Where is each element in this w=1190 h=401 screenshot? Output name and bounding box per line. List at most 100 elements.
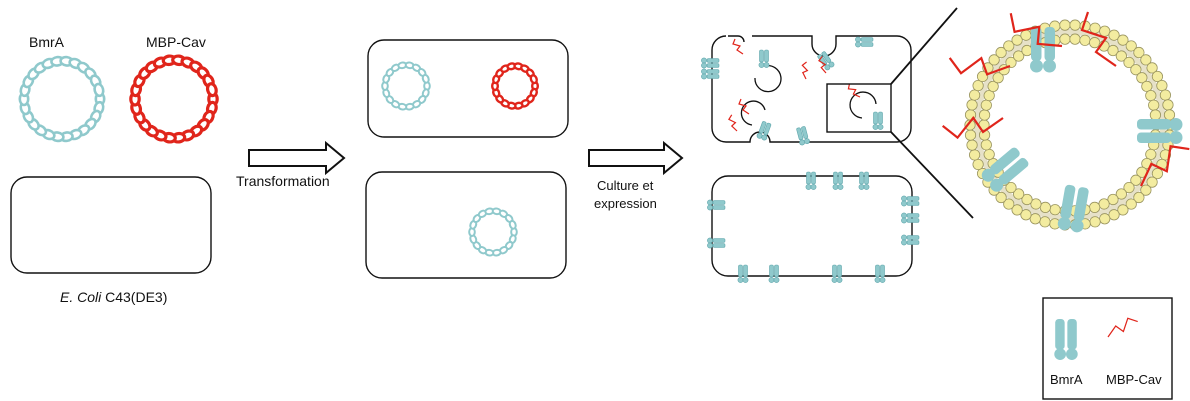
- lipid-head: [1151, 70, 1164, 83]
- lipid-head: [1107, 44, 1119, 57]
- lipid-head: [1149, 109, 1162, 121]
- lipid-head: [1089, 37, 1101, 49]
- lipid-head: [1021, 193, 1033, 206]
- lipid-head: [1059, 19, 1071, 31]
- lipid-head: [1133, 46, 1145, 59]
- bmra-plasmid-label: BmrA: [29, 34, 65, 50]
- cell-both-plasmids: [367, 39, 569, 138]
- lipid-head: [1148, 99, 1160, 111]
- cell-bmra-plasmid: [365, 171, 567, 279]
- lipid-head: [980, 139, 992, 151]
- lipid-head: [1125, 198, 1137, 210]
- lipid-head: [1123, 56, 1135, 69]
- bmra-plasmid-in-cell-2: [468, 207, 518, 257]
- lipid-head: [988, 54, 1000, 66]
- lipid-head: [1089, 216, 1101, 228]
- lipid-head: [1141, 80, 1153, 93]
- lipid-head: [1020, 29, 1032, 41]
- lipid-head: [1145, 89, 1157, 102]
- strain-rest: C43(DE3): [101, 289, 167, 305]
- lipid-head: [1140, 184, 1152, 196]
- lipid-head: [1117, 34, 1129, 46]
- lipid-head: [1069, 33, 1081, 45]
- lipid-head: [1003, 198, 1015, 210]
- mbp-cav-group-top: [726, 38, 861, 132]
- plasmid-bead: [529, 74, 538, 85]
- lipid-head: [1089, 201, 1101, 213]
- lipid-head: [1151, 167, 1164, 180]
- mbp-cav-plasmid: [129, 54, 219, 144]
- lipid-head: [1059, 33, 1071, 45]
- lipid-head: [987, 80, 999, 93]
- lipid-head: [1108, 209, 1120, 221]
- plasmid-bead: [205, 82, 218, 98]
- lipid-head: [1020, 209, 1032, 221]
- mbp-cav-plasmid-in-cell: [490, 62, 540, 110]
- zoom-line-bottom: [890, 131, 974, 219]
- plasmid-bead: [508, 219, 517, 230]
- lipid-head: [972, 158, 984, 171]
- plasmid-bead: [421, 73, 430, 84]
- transformation-arrow: [248, 140, 346, 176]
- lipid-head: [1146, 176, 1158, 188]
- lipid-head: [1130, 174, 1142, 186]
- lipid-head: [1013, 50, 1025, 62]
- lipid-head: [1011, 204, 1023, 216]
- zoom-line-top: [890, 7, 958, 85]
- lipid-head: [1133, 191, 1145, 204]
- lipid-head: [983, 89, 995, 102]
- lipid-head: [995, 191, 1007, 204]
- bmra-plasmid: [18, 55, 106, 143]
- lipid-head: [1079, 34, 1091, 46]
- culture-label-line1: Culture et: [597, 178, 654, 193]
- lipid-head: [1049, 204, 1061, 216]
- culture-arrow: [588, 140, 684, 176]
- transformation-label: Transformation: [236, 173, 330, 189]
- lipid-head: [1069, 19, 1081, 31]
- lipid-head: [1099, 213, 1111, 225]
- lipid-head: [1123, 181, 1135, 194]
- lipid-head: [1156, 79, 1168, 92]
- lipid-head: [1039, 216, 1051, 228]
- strain-label: E. Coli C43(DE3): [60, 289, 167, 305]
- legend-bmra-label: BmrA: [1050, 372, 1083, 387]
- culture-label-line2: expression: [594, 196, 657, 211]
- lipid-head: [1089, 22, 1101, 34]
- strain-italic: E. Coli: [60, 289, 102, 305]
- zoom-box: [826, 83, 892, 133]
- vesicle-2: [740, 100, 766, 126]
- lipid-head: [976, 70, 989, 83]
- lipid-head: [1003, 40, 1015, 52]
- legend-box: [1042, 297, 1173, 400]
- mbp-cav-plasmid-label: MBP-Cav: [146, 34, 206, 50]
- lipid-head: [1125, 40, 1137, 52]
- vesicle-1: [754, 65, 782, 93]
- lipid-head: [1140, 54, 1152, 66]
- lipid-head: [1159, 89, 1172, 101]
- lipid-head: [968, 89, 981, 101]
- cell-bmra-expressed: [711, 175, 913, 277]
- ecoli-cell-empty: [10, 176, 212, 274]
- lipid-head: [983, 148, 995, 161]
- lipid-head: [1029, 213, 1041, 225]
- bmra-plasmid-in-cell: [381, 61, 431, 111]
- lipid-head: [1039, 201, 1051, 213]
- lipid-head: [995, 46, 1007, 59]
- lipid-head: [1136, 72, 1148, 84]
- bmra-protein-group-top: [701, 36, 884, 146]
- lipid-head: [1005, 56, 1017, 69]
- bmra-protein-group-bottom: [707, 171, 920, 283]
- lipid-head: [1108, 29, 1120, 41]
- lipid-head: [1115, 188, 1127, 200]
- lipid-head: [978, 109, 991, 121]
- lipid-head: [992, 72, 1004, 84]
- lipid-head: [1030, 198, 1042, 210]
- lipid-head: [1107, 193, 1119, 206]
- lipid-head: [1117, 204, 1129, 216]
- lipid-head: [1005, 181, 1017, 194]
- legend-mbp-cav-label: MBP-Cav: [1106, 372, 1162, 387]
- lipid-head: [1115, 50, 1127, 62]
- lipid-head: [1163, 109, 1176, 121]
- lipid-head: [980, 99, 992, 111]
